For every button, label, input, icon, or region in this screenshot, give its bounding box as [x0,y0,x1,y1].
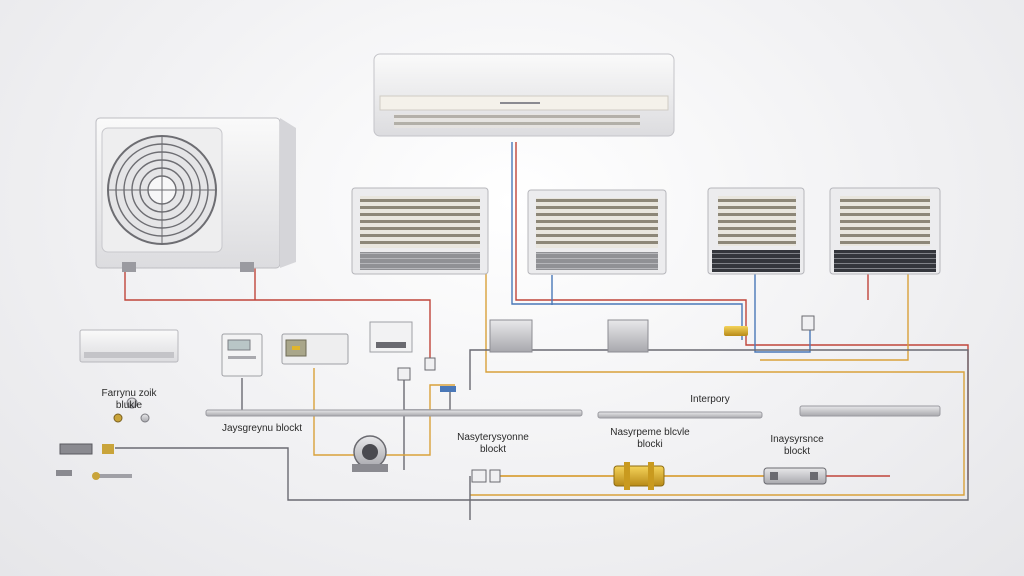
cassette-unit-3 [707,187,805,275]
cassette-unit-4 [829,187,941,275]
condensate-line-module [313,368,360,456]
refrigerant-and-signal-lines [115,142,969,520]
wall-mounted-indoor-unit [373,53,675,137]
fan-grille-icon [107,135,217,245]
signal-line-controller [403,378,451,411]
condensate-line-pump [384,384,455,456]
junction-box-small [397,367,411,381]
cassette-unit-1 [351,187,489,275]
label-center-block: Nasyterysyonne blockt [457,432,529,455]
mounting-rail-center [597,411,763,419]
junction-box-2 [424,357,436,371]
mounting-plate-1 [489,319,533,353]
label-top-bar: Interpory [690,394,730,405]
inline-filter-icon [763,467,827,485]
sensor-module [801,315,815,331]
mounting-rail-left [205,409,583,417]
screw-fittings-icon [113,397,150,423]
mounting-plate-2 [607,319,649,353]
cassette-unit-2 [527,189,667,275]
mounting-rail-right [799,405,941,417]
label-left-block: Farrynu zoik blukle [101,388,157,411]
signal-line-main [115,349,969,501]
label-right-block: Inaysyrsnce blockt [770,434,824,457]
fitting-blue [440,386,456,392]
brass-coupling-icon [613,462,665,490]
center-connector [471,469,501,483]
electrical-box [369,321,413,353]
slim-duct-unit [79,329,179,363]
label-middle-block: Nasyrpeme blcvle blocki [610,427,690,450]
condensate-line-cassette-4 [760,272,909,361]
outdoor-unit [95,117,296,272]
label-left-bar: Jaysgreynu blockt [221,423,303,434]
condensate-pump-icon [352,435,388,472]
connector-terminal-icon [56,443,132,480]
supply-line-outdoor [124,268,431,365]
return-line-cassette-3 [754,272,811,353]
brass-valve-icon [724,326,748,336]
control-board [281,333,349,365]
return-line-wall-unit [511,142,743,340]
thermostat-controller [221,333,263,377]
condensate-line-cassette-1 [470,270,965,496]
